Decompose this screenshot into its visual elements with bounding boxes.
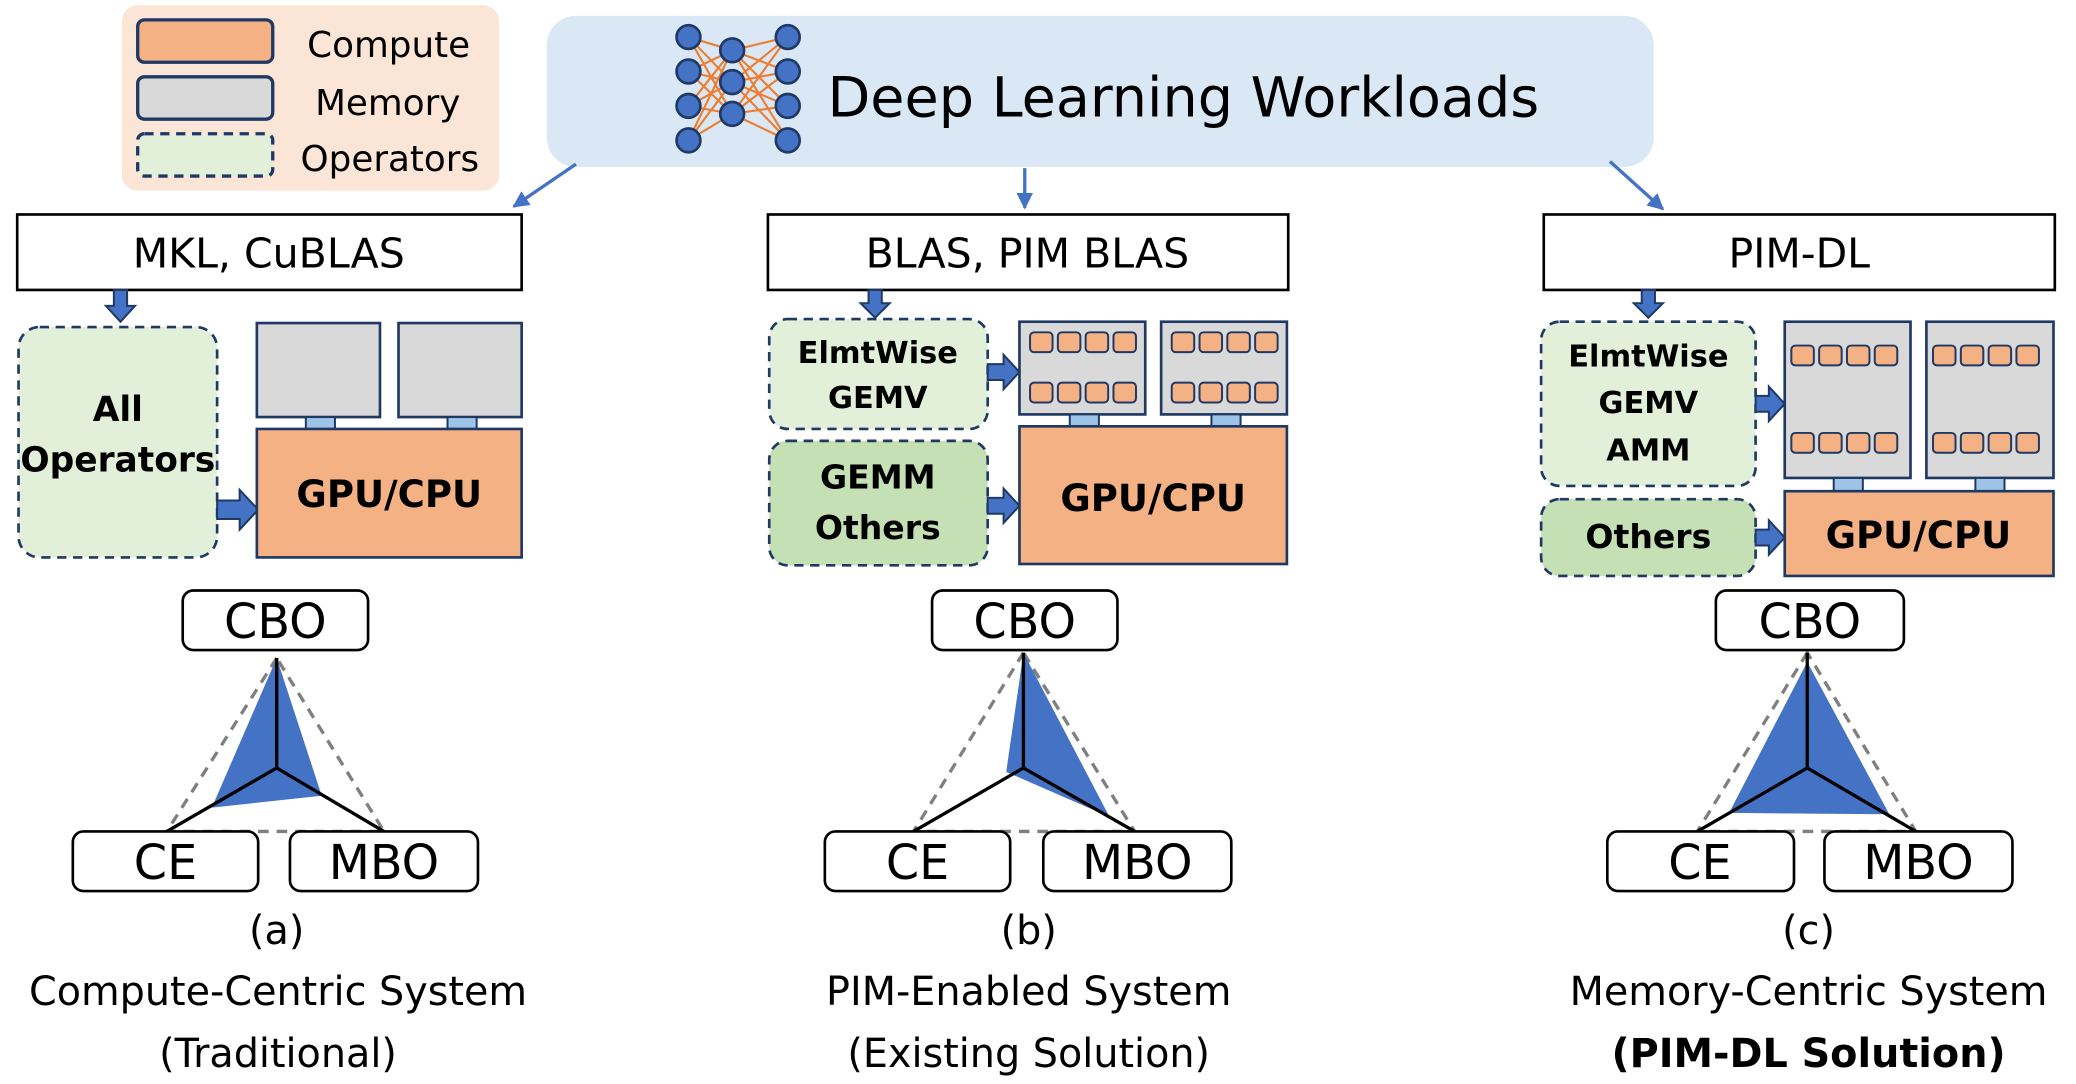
- down-arrow-icon: [858, 288, 893, 320]
- axis-box-right: [288, 830, 480, 893]
- radar-max-triangle: [163, 654, 387, 834]
- memory-connector-2: [1974, 476, 2006, 493]
- radar-chart: [1694, 649, 1919, 834]
- axis-label-top: CBO: [224, 595, 327, 650]
- down-arrow-icon: [103, 288, 138, 324]
- processor-box: [1783, 489, 2055, 578]
- axis-box-right: [1041, 830, 1233, 893]
- radar-chart: [910, 649, 1138, 834]
- host-operators-box: [767, 439, 990, 567]
- axis-label-top: CBO: [973, 595, 1076, 650]
- axis-label-top: CBO: [1759, 595, 1862, 650]
- pim-compute-units: [1790, 344, 2040, 454]
- legend-compute-label: Compute: [307, 25, 470, 66]
- host-op-label-1: GEMM: [820, 458, 936, 497]
- legend-operators-swatch: [136, 132, 275, 178]
- right-arrow-icon: [986, 352, 1021, 392]
- caption-subtitle: (Existing Solution): [847, 1031, 1210, 1077]
- caption-letter: (c): [1782, 908, 1835, 954]
- panel-c: PIM-DL ElmtWise GEMV AMM Others GPU/CPU: [1539, 213, 2057, 1077]
- legend-compute-swatch: [136, 18, 275, 64]
- processor-box: [255, 427, 523, 559]
- pim-operators-box: [1539, 320, 1757, 488]
- radar-max-triangle: [910, 649, 1138, 834]
- memory-block-1: [255, 321, 382, 419]
- axis-label-left: CE: [1668, 836, 1731, 891]
- radar-fill: [1006, 652, 1110, 817]
- legend: Compute Memory Operators: [121, 5, 500, 191]
- axis-box-top: [930, 589, 1119, 652]
- axis-box-top: [181, 589, 370, 652]
- axis-label-right: MBO: [329, 836, 439, 891]
- library-box: [1542, 213, 2057, 292]
- panel-a: MKL, CuBLAS All Operators GPU/CPU CBO CE…: [15, 213, 527, 1077]
- legend-operators-label: Operators: [301, 139, 480, 180]
- processor-box: [1018, 424, 1289, 566]
- pim-op-label-2: GEMV: [1599, 386, 1699, 421]
- memory-connector-1: [1832, 476, 1864, 493]
- workloads-title: Deep Learning Workloads: [827, 66, 1539, 131]
- host-op-label-2: Others: [815, 508, 941, 547]
- caption-title: Memory-Centric System: [1570, 969, 2048, 1015]
- library-box: [15, 213, 523, 292]
- workloads-background: [546, 15, 1654, 167]
- library-label: BLAS, PIM BLAS: [866, 229, 1190, 277]
- caption-title: PIM-Enabled System: [826, 969, 1231, 1015]
- library-label: PIM-DL: [1729, 229, 1871, 277]
- panel-b: BLAS, PIM BLAS ElmtWise GEMV GEMM Others…: [766, 213, 1290, 1077]
- axis-label-right: MBO: [1082, 836, 1192, 891]
- pim-op-label-3: AMM: [1606, 434, 1690, 469]
- right-arrow-icon: [1754, 384, 1787, 424]
- radar-max-triangle: [1694, 649, 1919, 834]
- pim-op-label-1: ElmtWise: [798, 336, 958, 371]
- processor-label: GPU/CPU: [1826, 514, 2012, 557]
- memory-block-2: [397, 321, 523, 419]
- memory-connector-2: [1210, 413, 1242, 428]
- operators-label-line1: All: [93, 390, 143, 430]
- axis-label-left: CE: [886, 836, 949, 891]
- library-box: [766, 213, 1290, 292]
- radar-chart: [163, 654, 387, 834]
- library-label: MKL, CuBLAS: [133, 229, 405, 277]
- host-op-label-1: Others: [1585, 517, 1711, 556]
- pim-compute-units: [1029, 331, 1279, 404]
- arrow-to-panel-c: [1608, 160, 1665, 211]
- axis-box-right: [1823, 830, 2014, 893]
- axis-label-right: MBO: [1863, 836, 1973, 891]
- axis-box-left: [1605, 830, 1796, 893]
- memory-connector-1: [1068, 413, 1100, 428]
- caption-letter: (b): [1001, 908, 1057, 954]
- memory-connector-2: [446, 416, 478, 430]
- caption-subtitle: (Traditional): [159, 1031, 397, 1077]
- workloads-box: Deep Learning Workloads: [546, 15, 1654, 167]
- radar-fill: [1729, 661, 1890, 815]
- operators-label-line2: Operators: [20, 440, 215, 480]
- pim-op-label-1: ElmtWise: [1568, 340, 1728, 375]
- pim-op-label-2: GEMV: [828, 381, 928, 416]
- right-arrow-icon: [216, 487, 260, 533]
- processor-label: GPU/CPU: [296, 473, 482, 516]
- caption-letter: (a): [249, 908, 304, 954]
- right-arrow-icon: [1754, 517, 1787, 558]
- caption-title: Compute-Centric System: [29, 969, 527, 1015]
- neural-network-icon: [675, 23, 802, 154]
- axis-box-left: [71, 830, 260, 893]
- right-arrow-icon: [986, 486, 1021, 526]
- memory-connector-1: [304, 416, 336, 430]
- processor-label: GPU/CPU: [1060, 477, 1246, 520]
- legend-memory-swatch: [136, 75, 275, 121]
- down-arrow-icon: [1631, 288, 1666, 320]
- legend-memory-label: Memory: [315, 83, 460, 124]
- operators-box: [17, 325, 219, 559]
- axis-box-left: [823, 830, 1012, 893]
- arrow-to-panel-a: [512, 162, 577, 208]
- caption-subtitle: (PIM-DL Solution): [1612, 1031, 2006, 1077]
- axis-box-top: [1714, 589, 1906, 652]
- axis-label-left: CE: [134, 836, 197, 891]
- radar-fill: [211, 658, 322, 808]
